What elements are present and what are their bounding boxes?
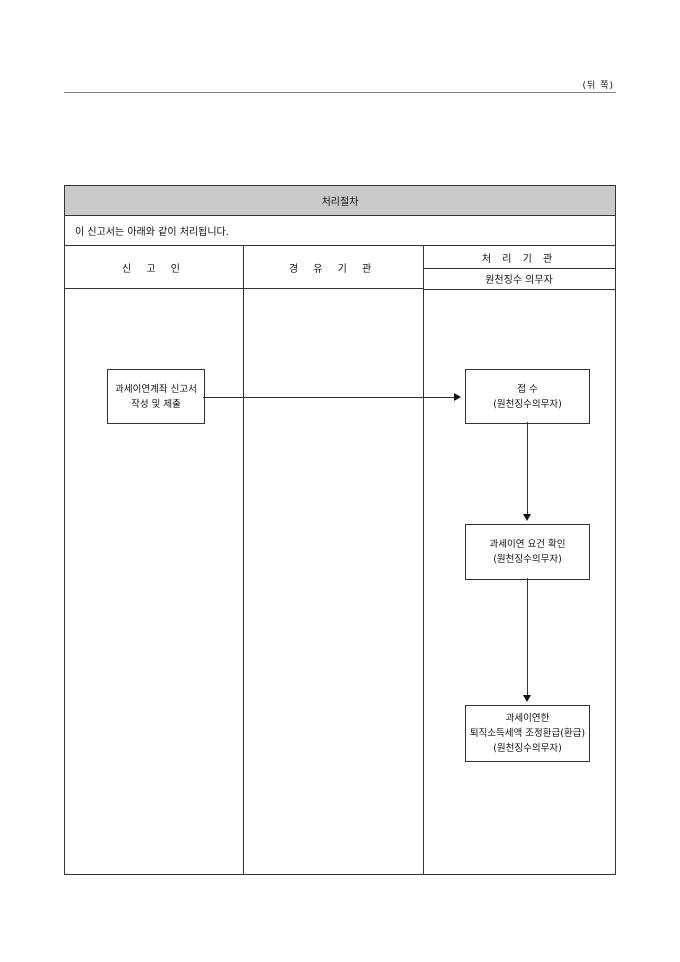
step-text: (원천징수의무자) [493,554,562,565]
arrow-down-icon [523,695,531,702]
flow-connector [527,422,528,515]
intro-text: 이 신고서는 아래와 같이 처리됩니다. [65,215,615,246]
column-processing: 처 리 기 관 [423,246,615,269]
column-divider [243,246,244,874]
top-rule [64,92,616,93]
form-title: 처리절차 [65,186,615,216]
column-intermediary: 경 유 기 관 [243,246,423,289]
procedure-form: 처리절차 이 신고서는 아래와 같이 처리됩니다. 신 고 인 경 유 기 관 … [64,185,616,875]
step-text: 접 수 [517,383,538,395]
step-receive: 접 수 (원천징수의무자) [465,369,590,424]
step-text: 과세이연한 [505,713,550,724]
step-submit: 과세이연계좌 신고서 작성 및 제출 [107,369,205,424]
arrow-right-icon [454,393,461,401]
column-applicant: 신 고 인 [65,246,243,289]
step-text: 퇴직소득세액 조정환급(환급) [469,728,586,739]
column-divider [423,246,424,874]
step-text: 과세이연 요건 확인 [489,539,566,550]
step-refund: 과세이연한 퇴직소득세액 조정환급(환급) (원천징수의무자) [465,705,590,762]
step-confirm: 과세이연 요건 확인 (원천징수의무자) [465,524,590,580]
flow-connector [203,397,455,398]
page-side-label: (뒤 쪽) [582,81,614,91]
column-processing-sub: 원천징수 의무자 [423,268,615,290]
step-text: (원천징수의무자) [493,398,562,410]
flow-connector [527,578,528,695]
arrow-down-icon [523,514,531,521]
step-text: 과세이연계좌 신고서 [115,383,197,395]
step-text: 작성 및 제출 [131,398,181,410]
step-text: (원천징수의무자) [493,743,562,754]
